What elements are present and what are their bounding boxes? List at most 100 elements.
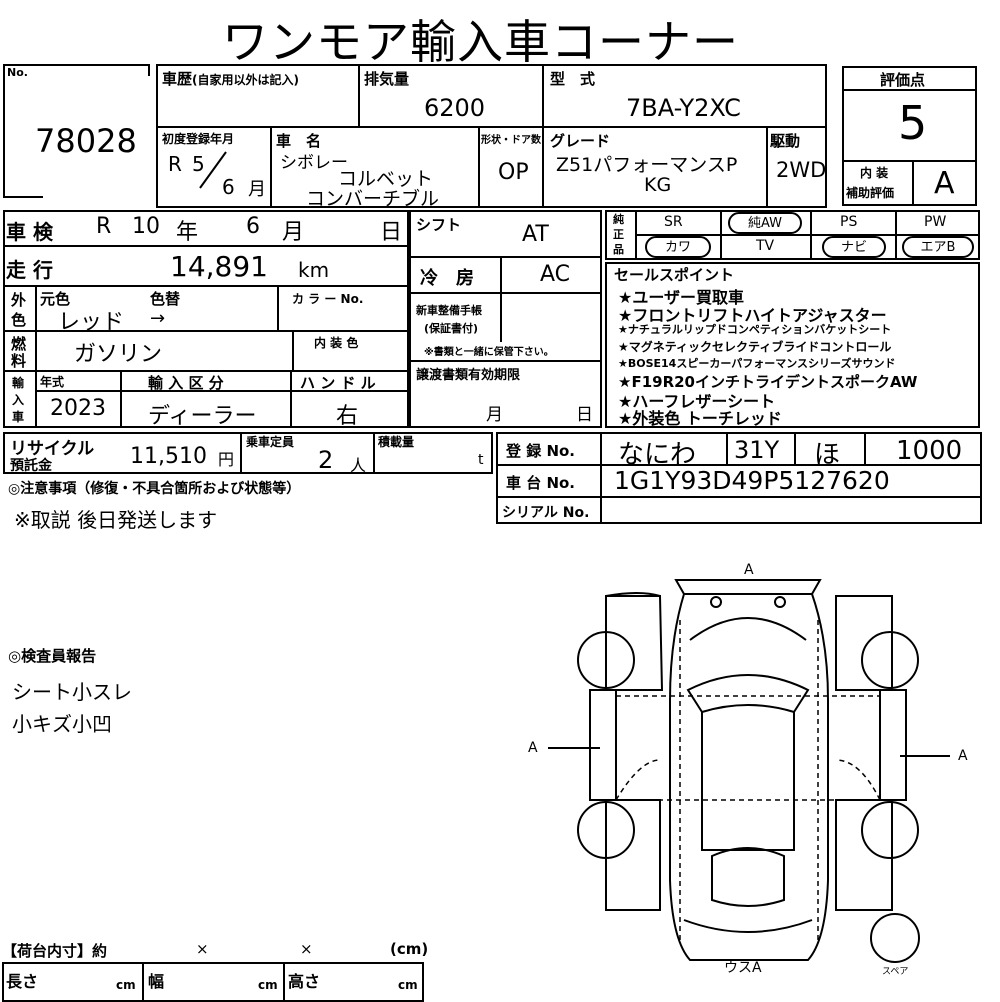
transfer-day-unit: 日 [576,405,593,425]
color-change-label: 色替 [150,290,181,308]
cargo-length-label: 長さ [6,972,39,991]
serial-label: シリアル No. [502,505,590,521]
sales-point-item: ★F19R20インチトライデントスポークAW [618,373,918,391]
no-label: No. [7,66,28,79]
middle-block [409,210,602,428]
cargo-height-unit: cm [398,978,418,992]
sales-points-block [605,262,980,428]
inspection-label: 車 検 [6,220,53,244]
mileage-value: 14,891 [170,250,268,283]
equip-airbag: エアB [902,236,974,258]
transfer-label: 譲渡書類有効期限 [416,368,521,383]
drive-value: 2WD [776,158,827,182]
model-code-label: 型 式 [550,70,596,88]
spare-label: スペア [882,967,909,977]
fuel-value: ガソリン [74,342,163,367]
history-label: 車歴(自家用以外は記入) [162,70,299,88]
displacement-value: 6200 [424,94,486,122]
sales-point-item: ★BOSE14スピーカーパフォーマンスシリーズサウンド [618,357,896,370]
cargo-x1: × [196,940,209,958]
inspection-month-unit: 月 [282,220,305,245]
inspector-line: シート小スレ [12,680,132,704]
diagram-mark-top: A [744,562,754,578]
cargo-height-label: 高さ [288,972,321,991]
car-maker: シボレー [280,153,348,173]
import-kind: ディーラー [148,404,257,429]
sales-point-item: ★外装色 トーチレッド [618,409,782,428]
transfer-month-unit: 月 [486,405,503,425]
sales-point-item: ★ナチュラルリップドコンペティションバケットシート [618,323,892,336]
import-side-3: 車 [12,410,25,424]
equip-ps: PS [840,214,858,230]
fuel-side-2: 料 [11,352,27,370]
left-info-block [3,210,409,428]
score-value: 5 [898,96,928,150]
equip-side-3: 品 [613,243,624,256]
recycle-unit: 円 [218,450,235,469]
car-name-label: 車 名 [276,132,322,150]
equip-tv: TV [756,238,775,254]
diagram-mark-bottom: ウスA [724,960,762,976]
inspector-label: ◎検査員報告 [8,647,97,665]
first-reg-month: 6 [222,175,235,199]
doors-label: 形状・ドア数 [481,135,541,146]
orig-color-label: 元色 [40,290,71,308]
ac-value: AC [540,262,571,287]
recycle-row [3,432,493,474]
handle-label: ハ ン ド ル [300,374,376,392]
color-side-2: 色 [11,311,27,329]
color-side-1: 外 [11,291,27,309]
capacity-value: 2 [318,446,334,474]
color-code-label: カ ラ ー No. [292,292,364,306]
grade-label: グレード [550,132,611,150]
equip-navi: ナビ [822,236,886,258]
recycle-value: 11,510 [130,444,207,469]
interior-label-2: 補助評価 [846,186,895,200]
recycle-label-2: 預託金 [10,458,52,474]
first-reg-month-unit: 月 [248,179,266,200]
handle-value: 右 [336,404,359,429]
load-unit: t [478,452,484,468]
interior-value: A [934,166,955,201]
cargo-label: 【荷台内寸】約 [2,942,108,960]
cargo-width-unit: cm [258,978,278,992]
interior-color-label: 内 装 色 [314,336,359,350]
equip-leather: カワ [645,236,711,258]
import-year: 2023 [50,396,106,421]
drive-label: 駆動 [770,132,801,150]
inspection-year: 10 [132,214,160,239]
grade-line2: KG [644,174,672,196]
equip-side-1: 純 [613,213,624,226]
doors-value: OP [498,160,529,185]
registration-number: 1000 [896,436,963,466]
capacity-unit: 人 [350,456,367,475]
inspection-year-unit: 年 [176,220,199,245]
notes-text: ※取説 後日発送します [14,508,218,532]
cargo-length-unit: cm [116,978,136,992]
registration-kana: ほ [814,440,841,470]
ac-label: 冷 房 [420,268,474,289]
diagram-mark-left: A [528,740,538,756]
no-box: No. 78028 [3,64,153,198]
warranty-label-2: (保証書付) [424,322,479,335]
chassis-value: 1G1Y93D49P5127620 [614,466,890,495]
mileage-unit: km [298,258,330,282]
equip-pw: PW [924,214,947,230]
warranty-note: ※書類と一緒に保管下さい。 [424,347,554,358]
model-code-value: 7BA-Y2XC [626,94,741,122]
car-damage-diagram [548,579,950,963]
score-box [842,66,977,206]
score-label: 評価点 [880,71,926,89]
car-model: コルベット [338,168,434,190]
first-reg-era: R [168,152,182,176]
notes-label: ◎注意事項（修復・不具合箇所および状態等） [8,481,301,497]
shift-label: シフト [416,216,462,234]
color-value: レッド [58,310,125,335]
registration-block [496,432,982,524]
sales-point-item: ★フロントリフトハイトアジャスター [618,306,887,325]
capacity-label: 乗車定員 [246,435,295,449]
color-arrow: → [150,308,166,329]
equip-sr: SR [664,214,683,230]
grade-line1: Z51パフォーマンスP [556,154,738,176]
sales-point-item: ★マグネティックセレクティブライドコントロール [618,340,892,354]
